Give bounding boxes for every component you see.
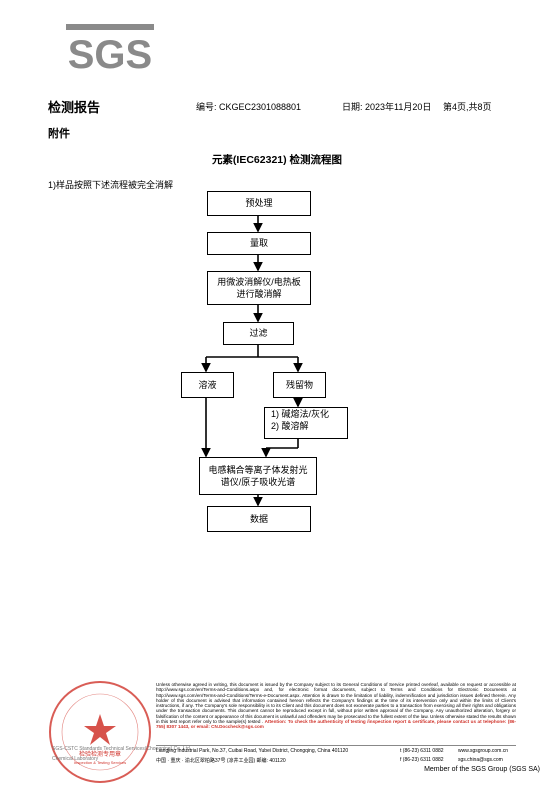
svg-text:检验检测专用章: 检验检测专用章 xyxy=(79,750,121,758)
report-title: 检测报告 xyxy=(48,100,101,115)
fax: f (86-23) 6311 0882 xyxy=(400,757,444,763)
flowchart-title: 元素(IEC62321) 检测流程图 xyxy=(211,154,343,166)
report-number: 编号: CKGEC2301088801 xyxy=(196,102,302,112)
authenticity-attention: Attention: To check the authenticity of … xyxy=(156,719,516,730)
step-weigh: 量取 xyxy=(207,232,311,255)
step-solution: 溶液 xyxy=(181,372,234,398)
footer-divider xyxy=(156,745,516,746)
step-pretreatment: 预处理 xyxy=(207,191,311,216)
svg-text:SGS: SGS xyxy=(68,33,152,72)
step-data: 数据 xyxy=(207,506,311,532)
telephone: t (86-23) 6311 0882 xyxy=(400,748,444,754)
terms-fine-print: Unless otherwise agreed in writing, this… xyxy=(156,682,516,730)
step-filter: 过滤 xyxy=(223,322,294,345)
report-date: 日期: 2023年11月20日 xyxy=(342,102,432,112)
flowchart-intro: 1)样品按照下述流程被完全消解 xyxy=(48,180,174,190)
attachment-label: 附件 xyxy=(48,128,70,140)
email: sgs.china@sgs.com xyxy=(458,757,503,763)
stamp-lab: Chemical Laboratory xyxy=(52,756,99,762)
member-of-sgs: Member of the SGS Group (SGS SA) xyxy=(424,766,540,773)
step-acid-digestion: 用微波消解仪/电热板进行酸消解 xyxy=(207,271,311,305)
company-seal: 检验检测专用章 Inspection & Testing Services xyxy=(49,681,151,783)
stamp-company: SGS-CSTC Standards Technical Services(Ch… xyxy=(52,746,192,752)
address-en: Liangjing Industrial Park, No.37, Cuibai… xyxy=(156,748,349,754)
address-cn: 中国 · 重庆 · 渝北区翠柏路37号 (凉井工业园) 邮编: 401120 xyxy=(156,758,286,764)
sgs-logo: SGS xyxy=(66,24,154,72)
svg-text:Inspection & Testing Services: Inspection & Testing Services xyxy=(74,760,126,765)
step-residue: 残留物 xyxy=(273,372,326,398)
page-number: 第4页,共8页 xyxy=(443,102,492,112)
website: www.sgsgroup.com.cn xyxy=(458,748,509,754)
step-icp-aas: 电感耦合等离子体发射光谱仪/原子吸收光谱 xyxy=(199,457,317,495)
